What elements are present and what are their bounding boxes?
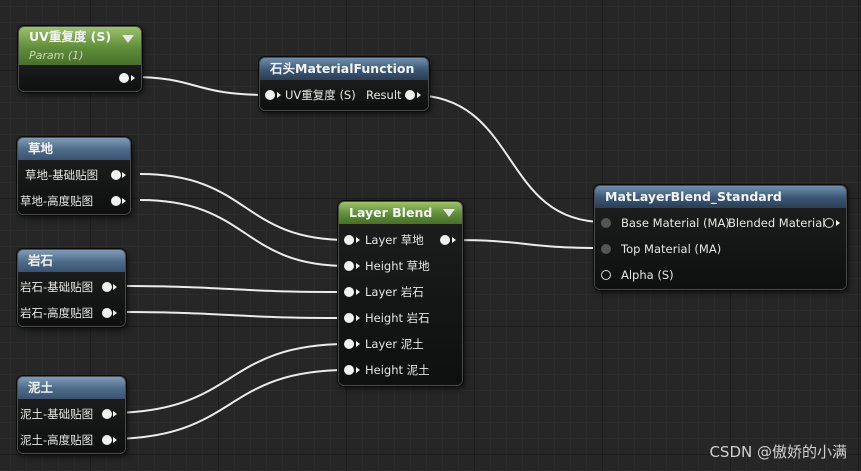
material-function-node[interactable]: 石头MaterialFunction UV重复度 (S) Result xyxy=(259,57,429,111)
grass-title: 草地 xyxy=(28,141,54,156)
collapse-arrow-icon[interactable] xyxy=(443,209,455,217)
wire-uv-to-function xyxy=(130,76,271,96)
base-material-pin[interactable] xyxy=(601,218,611,228)
pin-arrow-icon xyxy=(122,198,126,204)
rock-base-pin[interactable] xyxy=(102,282,112,292)
grass-base-pin[interactable] xyxy=(111,170,121,180)
pin-arrow-icon xyxy=(113,310,117,316)
grass-node[interactable]: 草地 草地-基础贴图 草地-高度贴图 xyxy=(17,137,131,215)
wire-grass-height xyxy=(139,199,349,267)
mud-height-label: 泥土-高度贴图 xyxy=(20,433,94,447)
layer-blend-output-pin[interactable] xyxy=(440,235,450,245)
collapse-arrow-icon[interactable] xyxy=(122,35,134,43)
mud-title: 泥土 xyxy=(28,380,54,395)
grass-height-pin[interactable] xyxy=(111,196,121,206)
top-material-label: Top Material (MA) xyxy=(621,242,722,256)
pin-arrow-icon xyxy=(131,75,135,81)
layer-mud-pin[interactable] xyxy=(344,339,354,349)
top-material-pin[interactable] xyxy=(601,244,611,254)
material-function-title: 石头MaterialFunction xyxy=(270,61,415,76)
mud-node[interactable]: 泥土 泥土-基础贴图 泥土-高度贴图 xyxy=(17,376,126,454)
blended-material-pin[interactable] xyxy=(824,218,834,228)
pin-arrow-icon xyxy=(356,289,360,295)
height-grass-pin[interactable] xyxy=(344,261,354,271)
pin-arrow-icon xyxy=(356,367,360,373)
pin-arrow-icon xyxy=(122,172,126,178)
wire-grass-base xyxy=(139,173,349,241)
pin-arrow-icon xyxy=(356,315,360,321)
wire-mud-height xyxy=(107,369,349,440)
rock-height-label: 岩石-高度贴图 xyxy=(20,306,94,320)
height-grass-label: Height 草地 xyxy=(365,259,430,273)
wire-blend-to-top xyxy=(451,239,605,249)
pin-arrow-icon xyxy=(277,92,281,98)
layer-grass-label: Layer 草地 xyxy=(365,233,424,247)
wire-rock-base xyxy=(107,285,349,293)
mud-height-pin[interactable] xyxy=(102,435,112,445)
pin-arrow-icon xyxy=(836,220,840,226)
height-mud-pin[interactable] xyxy=(344,365,354,375)
layer-mud-label: Layer 泥土 xyxy=(365,337,424,351)
wire-rock-height xyxy=(107,311,349,319)
alpha-pin[interactable] xyxy=(601,270,611,280)
alpha-label: Alpha (S) xyxy=(621,268,674,282)
layer-blend-node[interactable]: Layer Blend Layer 草地 Height 草地 Layer 岩石 … xyxy=(338,201,463,386)
blended-material-label: Blended Material xyxy=(728,216,826,230)
grass-base-label: 草地-基础贴图 xyxy=(25,168,99,182)
layer-rock-label: Layer 岩石 xyxy=(365,285,424,299)
pin-arrow-icon xyxy=(113,411,117,417)
mud-base-pin[interactable] xyxy=(102,409,112,419)
pin-arrow-icon xyxy=(113,284,117,290)
height-rock-pin[interactable] xyxy=(344,313,354,323)
layer-rock-pin[interactable] xyxy=(344,287,354,297)
pin-arrow-icon xyxy=(452,237,456,243)
rock-height-pin[interactable] xyxy=(102,308,112,318)
rock-node[interactable]: 岩石 岩石-基础贴图 岩石-高度贴图 xyxy=(17,249,126,327)
rock-base-label: 岩石-基础贴图 xyxy=(20,280,94,294)
pin-arrow-icon xyxy=(356,341,360,347)
uv-param-title: UV重复度 (S) xyxy=(29,29,112,44)
uv-input-label: UV重复度 (S) xyxy=(285,88,356,102)
watermark: CSDN @傲娇的小满 xyxy=(709,443,847,461)
pin-arrow-icon xyxy=(356,237,360,243)
mud-base-label: 泥土-基础贴图 xyxy=(20,407,94,421)
grass-height-label: 草地-高度贴图 xyxy=(20,194,94,208)
height-rock-label: Height 岩石 xyxy=(365,311,430,325)
result-output-label: Result xyxy=(366,88,402,102)
pin-arrow-icon xyxy=(417,92,421,98)
uv-param-subtitle: Param (1) xyxy=(29,49,84,62)
uv-input-pin[interactable] xyxy=(265,90,275,100)
height-mud-label: Height 泥土 xyxy=(365,363,430,377)
pin-arrow-icon xyxy=(356,263,360,269)
layer-grass-pin[interactable] xyxy=(344,235,354,245)
wire-mud-base xyxy=(107,343,349,414)
pin-arrow-icon xyxy=(113,437,117,443)
uv-param-output-pin[interactable] xyxy=(119,73,129,83)
matlayer-title: MatLayerBlend_Standard xyxy=(605,189,782,204)
rock-title: 岩石 xyxy=(28,253,54,268)
wire-result-to-base xyxy=(411,94,605,223)
matlayer-blend-node[interactable]: MatLayerBlend_Standard Base Material (MA… xyxy=(594,185,847,290)
uv-param-node[interactable]: UV重复度 (S) Param (1) xyxy=(18,26,142,92)
result-output-pin[interactable] xyxy=(405,90,415,100)
base-material-label: Base Material (MA) xyxy=(621,216,730,230)
layer-blend-title: Layer Blend xyxy=(349,205,433,220)
